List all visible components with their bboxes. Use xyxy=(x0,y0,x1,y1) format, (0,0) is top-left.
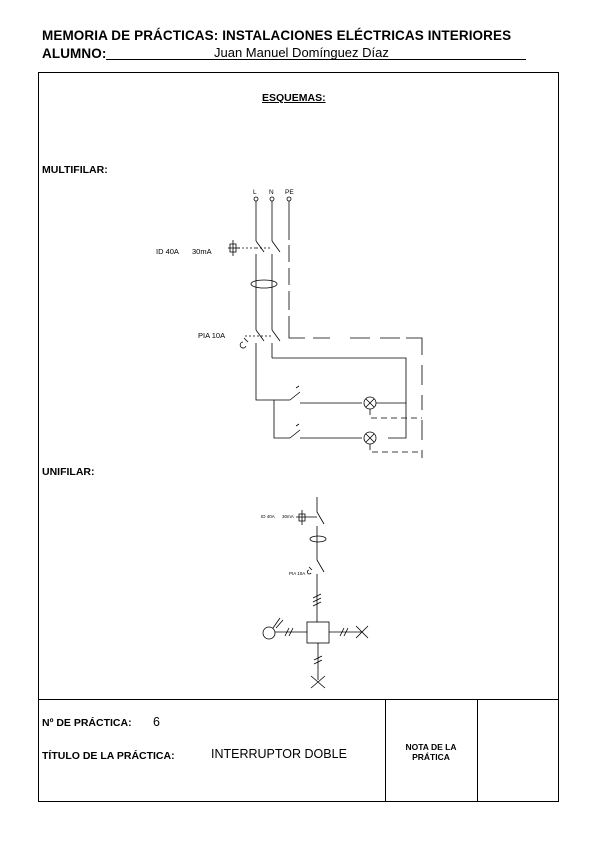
practice-title-label: TÍTULO DE LA PRÁCTICA: xyxy=(42,750,175,762)
label-id: ID 40A xyxy=(156,247,179,256)
student-label: ALUMNO: xyxy=(42,46,107,61)
uni-label-pia: PIA 10A xyxy=(289,571,305,576)
phase-line xyxy=(255,348,290,401)
esquemas-heading: ESQUEMAS: xyxy=(262,92,326,104)
label-pe: PE xyxy=(285,189,294,196)
grade-label-line2: PRÁTICA xyxy=(412,752,450,762)
uni-toroid xyxy=(309,535,327,543)
grade-label: NOTA DE LA PRÁTICA xyxy=(396,742,466,762)
wire-pe xyxy=(288,201,423,458)
uni-label-id-current: 30mA xyxy=(282,514,294,519)
unifilar-heading: UNIFILAR: xyxy=(42,466,95,478)
practice-number: 6 xyxy=(153,715,160,729)
uni-ticks-top xyxy=(312,593,322,607)
lamp-pe xyxy=(369,402,422,453)
terminal-l-dot xyxy=(253,196,259,202)
label-pia: PIA 10A xyxy=(198,331,225,340)
uni-switch-levers xyxy=(272,617,284,629)
terminal-n-dot xyxy=(269,196,275,202)
pia-trip-symbol xyxy=(239,337,249,349)
uni-down-lamp xyxy=(310,675,326,689)
practice-title: INTERRUPTOR DOBLE xyxy=(211,747,347,761)
uni-id-test xyxy=(296,510,317,525)
id-blade-l xyxy=(255,240,265,330)
label-l: L xyxy=(253,189,257,196)
id-toroid xyxy=(250,279,278,289)
phase-branch xyxy=(273,400,290,439)
uni-junction-box xyxy=(306,621,330,644)
drawing-frame xyxy=(38,72,559,802)
footer-divider xyxy=(38,699,559,700)
grade-label-line1: NOTA DE LA xyxy=(405,742,457,752)
uni-pia-trip xyxy=(306,566,313,575)
student-row: ALUMNO: xyxy=(42,44,527,61)
practice-number-label: Nº DE PRÁCTICA: xyxy=(42,717,132,729)
uni-right-lamp xyxy=(355,625,369,639)
uni-down-ticks xyxy=(313,655,323,665)
uni-label-id: ID 40A xyxy=(261,514,275,519)
student-underline xyxy=(106,46,527,60)
switch2 xyxy=(289,423,362,439)
uni-switch-symbol xyxy=(262,626,276,640)
footer-col-divider-1 xyxy=(385,699,386,802)
lamp1-cross xyxy=(365,398,375,408)
pia-blade-n xyxy=(271,329,281,358)
student-name: Juan Manuel Domínguez Díaz xyxy=(214,45,389,60)
uni-left-ticks xyxy=(284,627,294,637)
uni-feed xyxy=(316,497,325,622)
uni-right-ticks xyxy=(339,627,349,637)
document-title: MEMORIA DE PRÁCTICAS: INSTALACIONES ELÉC… xyxy=(42,28,512,43)
terminal-pe-dot xyxy=(286,196,292,202)
lamp2-cross xyxy=(365,433,375,443)
id-test-symbol xyxy=(228,240,240,256)
label-id-current: 30mA xyxy=(192,247,212,256)
pia-blade-l xyxy=(255,329,265,348)
switch1 xyxy=(289,385,362,404)
id-blade-n xyxy=(271,240,281,330)
footer-col-divider-2 xyxy=(477,699,478,802)
neutral-bus xyxy=(272,357,407,439)
label-n: N xyxy=(269,189,274,196)
multifilar-heading: MULTIFILAR: xyxy=(42,164,108,176)
